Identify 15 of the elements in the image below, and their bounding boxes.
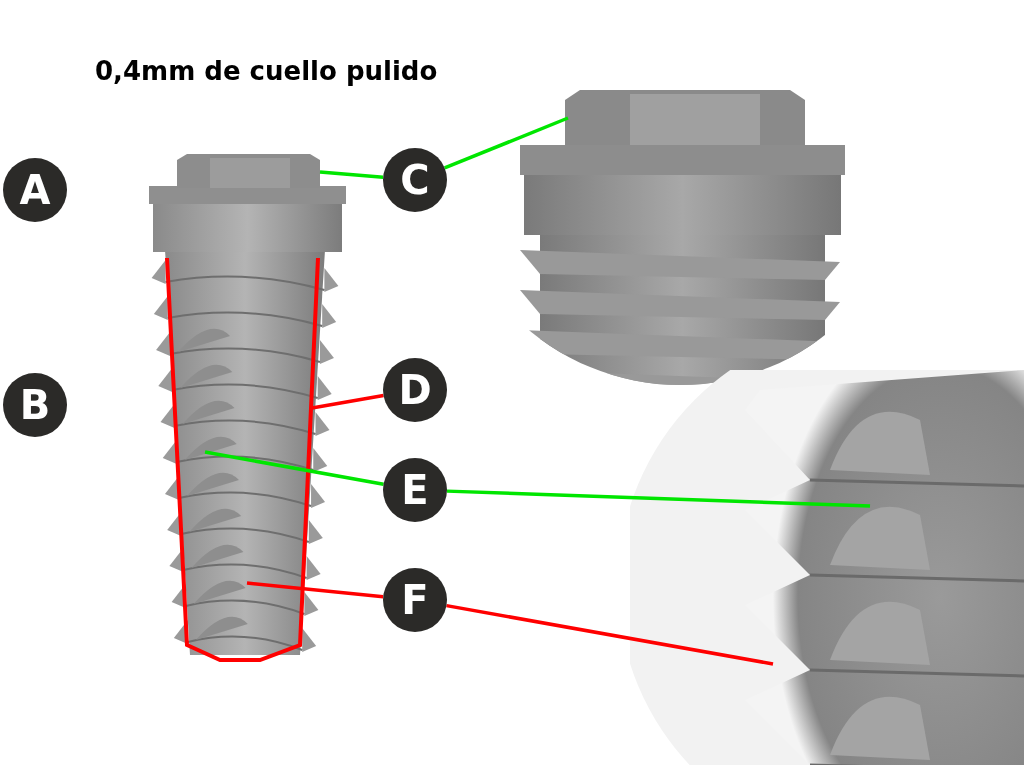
leader-line <box>444 116 569 170</box>
leader-line <box>446 489 871 508</box>
leader-line <box>446 603 774 666</box>
title: 0,4mm de cuello pulido <box>95 56 438 86</box>
callout-letter: A <box>3 158 67 222</box>
leader-line <box>204 450 384 487</box>
leader-line <box>319 170 384 180</box>
leader-line <box>246 581 384 599</box>
callout-letter: B <box>3 373 67 437</box>
callout-letter: F <box>383 568 447 632</box>
callout-letter: C <box>383 148 447 212</box>
thread-zoom-drawing <box>630 370 1024 765</box>
callout-letter: D <box>383 358 447 422</box>
callout-letter: E <box>383 458 447 522</box>
leader-line <box>311 393 384 410</box>
